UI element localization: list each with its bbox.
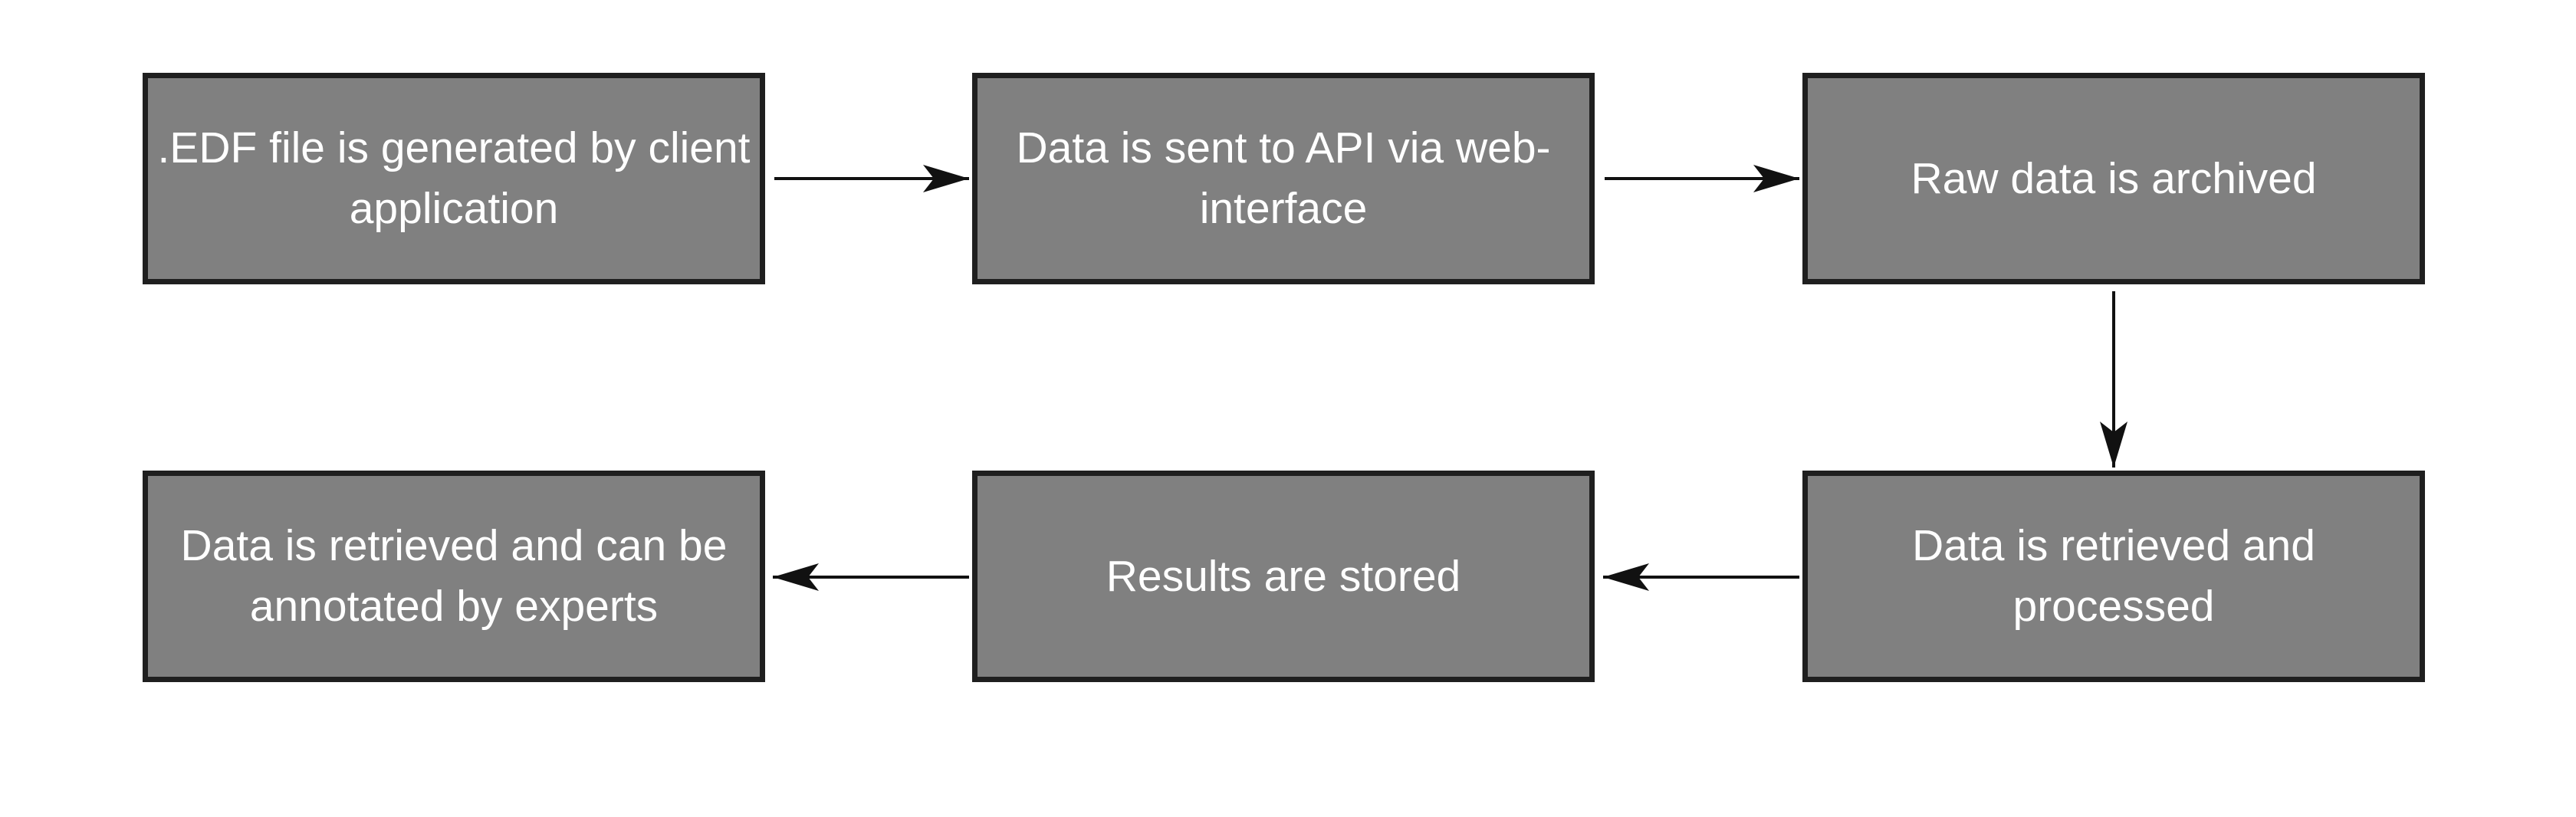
flow-step-sent-to-api: Data is sent to API via web-interface [972,73,1595,284]
flow-step-label: .EDF file is generated by client applica… [157,123,751,233]
flow-step-annotated-by-experts: Data is retrieved and can be annotated b… [143,471,765,682]
flow-step-label: Data is retrieved and can be annotated b… [180,521,728,631]
flow-step-label: Data is retrieved and processed [1912,521,2315,631]
flow-step-label: Data is sent to API via web-interface [1016,123,1551,233]
flow-step-results-stored: Results are stored [972,471,1595,682]
flow-step-label: Results are stored [1106,551,1461,601]
flow-step-label: Raw data is archived [1911,153,2317,203]
flow-step-edf-generated: .EDF file is generated by client applica… [143,73,765,284]
flow-step-retrieved-processed: Data is retrieved and processed [1802,471,2425,682]
flow-step-raw-archived: Raw data is archived [1802,73,2425,284]
